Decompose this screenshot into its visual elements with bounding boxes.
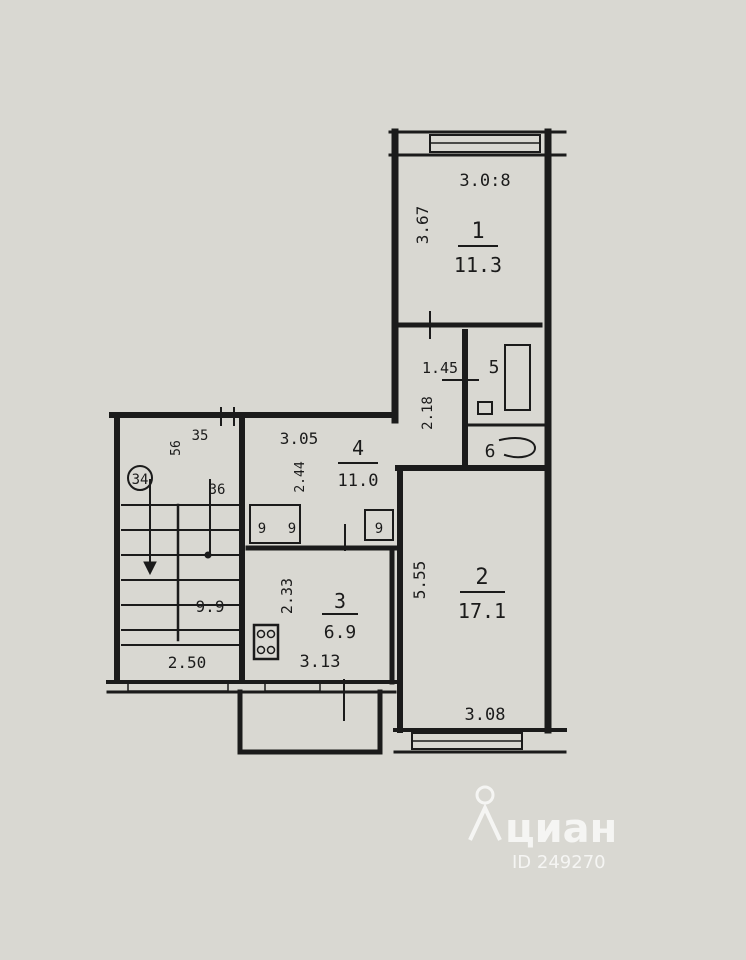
room-4: 4 11.0 3.05 2.44 (280, 429, 379, 493)
hall-marks: 9 9 9 (258, 521, 383, 537)
room-1-area: 11.3 (454, 253, 502, 277)
room-2-length: 5.55 (410, 561, 429, 600)
room-3-area: 6.9 (324, 622, 357, 643)
room-3-number: 3 (334, 589, 346, 613)
room-4-width: 3.05 (280, 429, 319, 448)
room-2-area: 17.1 (458, 599, 506, 623)
room-6-number: 6 (485, 441, 496, 462)
room-1-width: 3.0:8 (459, 171, 510, 191)
room-5-width: 1.45 (422, 359, 458, 377)
room-5-number: 5 (489, 357, 500, 378)
room-2: 2 17.1 3.08 5.55 (410, 561, 506, 725)
stairwell-dim-3: 36 (209, 482, 226, 498)
stairwell-width: 2.50 (168, 653, 207, 672)
stairwell-dim-2: 56 (169, 440, 184, 456)
room-4-area: 11.0 (338, 471, 379, 491)
stairwell: 34 2.50 9.9 35 56 36 (127, 428, 226, 672)
room-3-width: 3.13 (300, 652, 341, 672)
watermark: циан ID 249270 (468, 785, 617, 873)
walls (106, 128, 567, 755)
room-4-length: 2.44 (293, 461, 308, 492)
stairwell-label: 9.9 (196, 597, 225, 616)
room-2-width: 3.08 (465, 705, 506, 725)
room-1-number: 1 (471, 219, 484, 244)
room-2-number: 2 (475, 565, 488, 590)
room-4-number: 4 (352, 436, 364, 460)
room-1: 1 11.3 3.0:8 3.67 (413, 171, 511, 277)
room-3-length: 2.33 (278, 578, 296, 614)
pin-icon (468, 785, 502, 841)
room-3: 3 6.9 3.13 2.33 (278, 578, 358, 672)
hall-mark-2: 9 (288, 521, 296, 537)
flat-number: 34 (132, 472, 149, 488)
hall-mark-1: 9 (258, 521, 266, 537)
room-5: 5 1.45 2.18 (420, 357, 499, 430)
room-1-length: 3.67 (413, 206, 432, 245)
hall-mark-3: 9 (375, 521, 383, 537)
watermark-id: ID 249270 (512, 852, 606, 873)
room-6: 6 (485, 441, 496, 462)
room-5-length: 2.18 (420, 396, 436, 430)
watermark-brand: циан (505, 806, 617, 852)
stairwell-dim-1: 35 (192, 428, 209, 444)
